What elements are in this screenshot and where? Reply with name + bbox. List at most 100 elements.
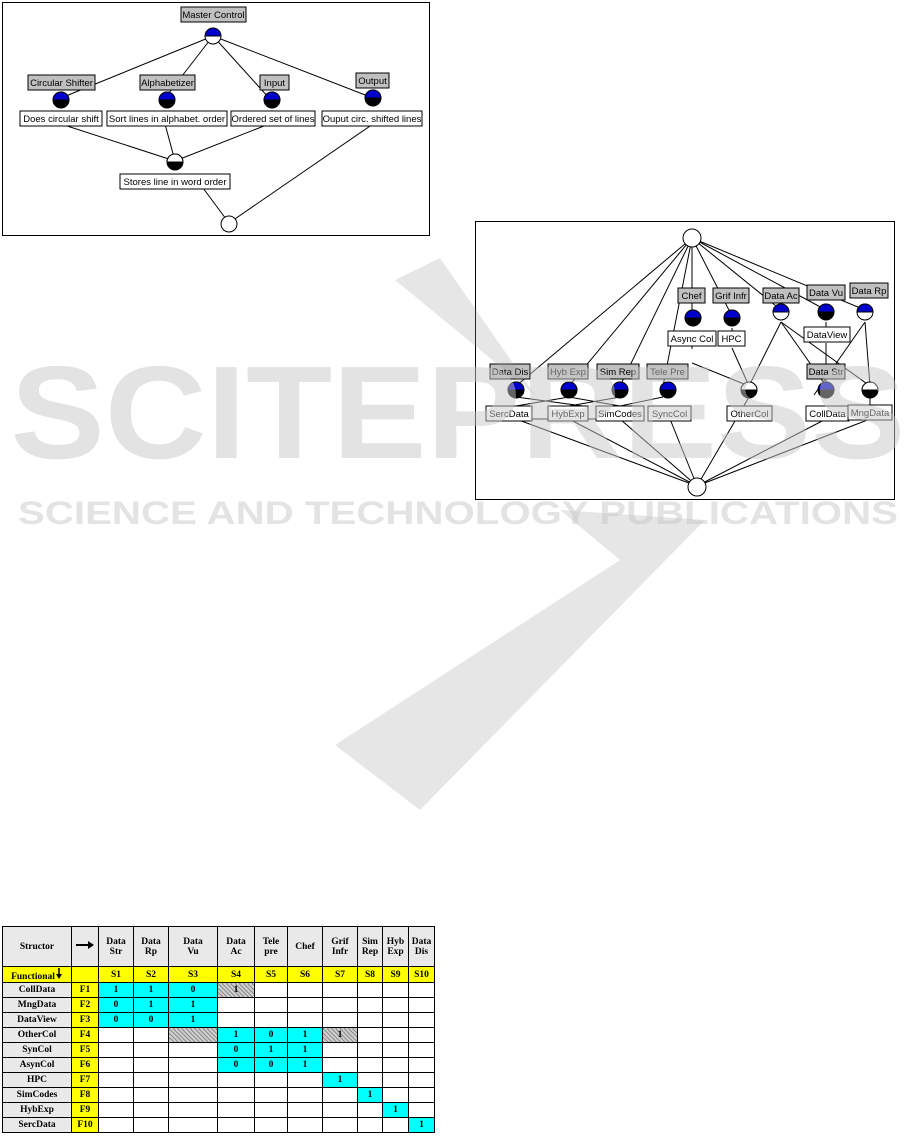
matrix-cell xyxy=(322,1117,358,1133)
matrix-cell: 1 xyxy=(322,1027,358,1043)
matrix-cell xyxy=(168,1027,218,1043)
matrix-cell: 1 xyxy=(382,1102,409,1118)
matrix-cell: 1 xyxy=(408,1117,435,1133)
concept-circle-alphabetizer xyxy=(158,91,176,101)
matrix-cell xyxy=(133,1027,169,1043)
matrix-cell xyxy=(357,982,383,998)
row-name: HPC xyxy=(2,1072,72,1088)
row-name: OtherCol xyxy=(2,1027,72,1043)
matrix-cell xyxy=(98,1042,134,1058)
matrix-cell xyxy=(382,1027,409,1043)
node-input: Input xyxy=(264,78,285,89)
matrix-corner-structor: Structor xyxy=(2,926,72,967)
node-tele-pre: Tele Pre xyxy=(650,367,685,378)
matrix-cell xyxy=(254,1012,288,1028)
node-dataview: DataView xyxy=(807,330,848,341)
row-code: F9 xyxy=(71,1102,99,1118)
row-code: F10 xyxy=(71,1117,99,1133)
node-master-control-label-box xyxy=(180,6,247,23)
concept-circle-chef xyxy=(684,309,702,319)
node-data-str: Data Str xyxy=(809,367,844,378)
node-circular-shifter: Circular Shifter xyxy=(30,78,93,89)
row-code: F1 xyxy=(71,982,99,998)
row-name: SercData xyxy=(2,1117,72,1133)
node-sort-lines: Sort lines in alphabet. order xyxy=(109,114,225,125)
col-code: S3 xyxy=(168,966,218,983)
matrix-cell xyxy=(168,1072,218,1088)
concept-circle-input xyxy=(263,91,281,101)
matrix-cell: 1 xyxy=(217,982,255,998)
watermark-subtitle: SCIENCE AND TECHNOLOGY PUBLICATIONS xyxy=(18,495,898,531)
kwic-lattice-diagram: Master Control Circular Shifter Does cir… xyxy=(2,2,430,236)
row-name: MngData xyxy=(2,997,72,1013)
matrix-cell: 1 xyxy=(168,1012,218,1028)
matrix-cell: 0 xyxy=(217,1057,255,1073)
node-output: Output xyxy=(358,76,387,87)
concept-circle-top xyxy=(204,27,222,37)
matrix-cell xyxy=(322,1087,358,1103)
matrix-cell xyxy=(357,1117,383,1133)
matrix-cell xyxy=(408,1057,435,1073)
matrix-cell xyxy=(254,1102,288,1118)
matrix-cell xyxy=(287,1072,323,1088)
node-hyb-exp: Hyb Exp xyxy=(550,367,586,378)
matrix-cell xyxy=(287,1102,323,1118)
structure-lattice-svg: Chef Async Col Grif Infr HPC Data Ac Dat… xyxy=(475,221,895,500)
matrix-cell xyxy=(287,1087,323,1103)
matrix-cell xyxy=(168,1102,218,1118)
matrix-cell xyxy=(217,1012,255,1028)
matrix-cell: 1 xyxy=(133,997,169,1013)
matrix-cell xyxy=(217,1072,255,1088)
matrix-cell xyxy=(357,1042,383,1058)
matrix-cell xyxy=(254,1087,288,1103)
matrix-cell xyxy=(168,1057,218,1073)
col-header-s6: Chef xyxy=(287,926,323,967)
matrix-cell xyxy=(357,1102,383,1118)
matrix-cell xyxy=(168,1117,218,1133)
arrow-right-icon xyxy=(71,926,99,967)
matrix-cell: 1 xyxy=(168,997,218,1013)
matrix-cell: 1 xyxy=(217,1027,255,1043)
row-code: F5 xyxy=(71,1042,99,1058)
matrix-cell xyxy=(357,1027,383,1043)
node-mngdata: MngData xyxy=(851,408,890,419)
matrix-cell xyxy=(382,1057,409,1073)
matrix-cell xyxy=(133,1042,169,1058)
node-alphabetizer: Alphabetizer xyxy=(141,78,194,89)
concept-circle-data-ac xyxy=(772,303,790,313)
matrix-cell xyxy=(168,1042,218,1058)
row-name: CollData xyxy=(2,982,72,998)
matrix-cell: 0 xyxy=(133,1012,169,1028)
kwic-lattice-svg: Master Control Circular Shifter Does cir… xyxy=(2,2,430,236)
row-code: F8 xyxy=(71,1087,99,1103)
matrix-cell xyxy=(408,1102,435,1118)
matrix-cell xyxy=(322,982,358,998)
matrix-cell xyxy=(287,982,323,998)
matrix-cell: 0 xyxy=(168,982,218,998)
row-code: F2 xyxy=(71,997,99,1013)
matrix-cell xyxy=(217,997,255,1013)
matrix-cell xyxy=(357,1057,383,1073)
matrix-cell xyxy=(254,1072,288,1088)
diagram-border-2 xyxy=(475,221,895,500)
matrix-cell xyxy=(382,1072,409,1088)
node-output-circ: Ouput circ. shifted lines xyxy=(323,114,422,125)
matrix-cell: 1 xyxy=(133,982,169,998)
matrix-cell: 0 xyxy=(217,1042,255,1058)
matrix-cell xyxy=(168,1087,218,1103)
matrix-cell xyxy=(254,997,288,1013)
row-name: DataView xyxy=(2,1012,72,1028)
concept-circle-data-dis xyxy=(507,381,525,391)
node-data-rp: Data Rp xyxy=(852,286,887,297)
matrix-cell: 0 xyxy=(98,1012,134,1028)
matrix-cell xyxy=(133,1072,169,1088)
concept-circle-output xyxy=(364,89,382,99)
